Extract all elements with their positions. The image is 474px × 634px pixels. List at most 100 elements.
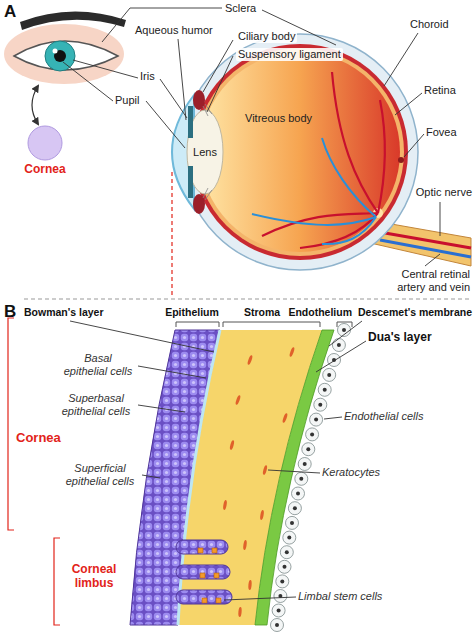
layer-header: Epithelium: [165, 306, 219, 319]
panel-letter: B: [4, 302, 16, 322]
cornea-section: [295, 472, 308, 485]
cornea-section: [277, 609, 281, 613]
cornea-section: [318, 383, 331, 396]
brackets: [8, 318, 14, 530]
cornea-section: [296, 492, 300, 496]
anterior-eye: [172, 90, 223, 214]
leader-lines: [324, 417, 342, 419]
cornea-section: [271, 619, 284, 632]
cornea-section: [280, 546, 293, 559]
cornea-section: [310, 413, 323, 426]
optic-nerve: [385, 233, 471, 248]
cornea-section: [276, 575, 289, 588]
eye-icon: [20, 11, 126, 30]
leader-lines: [395, 93, 422, 115]
panel-letter: A: [4, 2, 16, 22]
cornea-section: [223, 347, 296, 617]
brackets: [337, 322, 352, 327]
leader-lines: [73, 60, 138, 78]
region-label: Cornea: [16, 430, 61, 446]
cornea-section: [285, 550, 289, 554]
cornea-circle: [28, 126, 62, 160]
cornea-section: [293, 506, 297, 510]
cornea-section: [302, 443, 315, 456]
cornea-section: [310, 432, 314, 436]
eye-icon: [45, 41, 75, 71]
cornea-section: [306, 428, 319, 441]
part-label: Retina: [424, 84, 456, 97]
cornea-section: [283, 531, 296, 544]
leader-lines: [70, 321, 214, 352]
cornea-section: [260, 510, 265, 520]
leader-lines: [142, 475, 160, 478]
cornea-section: [280, 579, 284, 583]
part-label: Iris: [140, 70, 155, 83]
leader-lines: [329, 321, 362, 346]
eyeball: [196, 48, 404, 256]
cornea-section: [298, 458, 311, 471]
cornea-section: [198, 548, 203, 553]
cornea-section: [289, 347, 295, 357]
leader-lines: [224, 597, 296, 600]
cornea-section: [216, 598, 221, 603]
leader-lines: [102, 8, 222, 42]
cornea-section: [176, 590, 232, 604]
cell-label: Keratocytes: [322, 466, 380, 479]
cornea-section: [223, 500, 228, 510]
cornea-section: [275, 623, 279, 627]
cornea-section: [337, 343, 341, 347]
part-label: Sclera: [225, 2, 256, 15]
cornea-section: [229, 440, 235, 450]
part-label: Vitreous body: [245, 112, 312, 125]
region-label: Corneal limbus: [62, 562, 126, 591]
cell-label: Superficial epithelial cells: [60, 462, 140, 488]
leader-lines: [404, 134, 424, 157]
cornea-section: [292, 487, 305, 500]
part-label: Choroid: [410, 18, 449, 31]
part-label: Pupil: [115, 94, 139, 107]
leader-lines: [63, 62, 113, 101]
layer-label: Dua's layer: [368, 330, 432, 344]
leader-lines: [268, 470, 320, 473]
cornea-label: Cornea: [24, 162, 65, 176]
cornea-section: [272, 604, 285, 617]
retinal-vessels: [322, 138, 376, 217]
leader-lines: [440, 202, 441, 236]
cornea-section: [214, 573, 219, 578]
cornea-section: [235, 395, 241, 405]
eyeball: [182, 34, 418, 270]
panel-divider: [24, 299, 470, 300]
cornea-section: [243, 540, 248, 550]
cornea-section: [130, 324, 351, 632]
part-label: Suspensory ligament: [236, 48, 343, 61]
cornea-section: [287, 536, 291, 540]
retinal-vessels: [398, 157, 404, 163]
retinal-vessels: [378, 100, 385, 213]
part-label: Ciliary body: [236, 30, 297, 43]
brackets: [176, 322, 219, 327]
cornea-arrow: [32, 86, 38, 124]
retinal-vessels: [332, 72, 378, 213]
cornea-section: [130, 330, 220, 625]
layer-header: Descemet's membrane: [358, 306, 472, 319]
leader-lines: [160, 79, 187, 118]
leader-lines: [207, 56, 233, 112]
zoom-line: [171, 172, 172, 298]
eye-icon: [4, 24, 124, 84]
leader-lines: [138, 366, 206, 378]
leader-lines: [70, 321, 366, 600]
cornea-section: [176, 565, 230, 579]
part-label: Lens: [193, 146, 217, 159]
cell-label: Limbal stem cells: [298, 590, 382, 603]
eye-icon: [4, 11, 126, 84]
cornea-section: [200, 573, 205, 578]
cornea-section: [323, 388, 327, 392]
cornea-section: [283, 565, 287, 569]
layer-header: Bowman's layer: [24, 306, 104, 319]
cornea-section: [342, 328, 346, 332]
eye-icon: [53, 49, 58, 54]
part-label: Aqueous humor: [135, 24, 213, 37]
part-label: Fovea: [426, 126, 457, 139]
leader-lines: [178, 39, 186, 120]
